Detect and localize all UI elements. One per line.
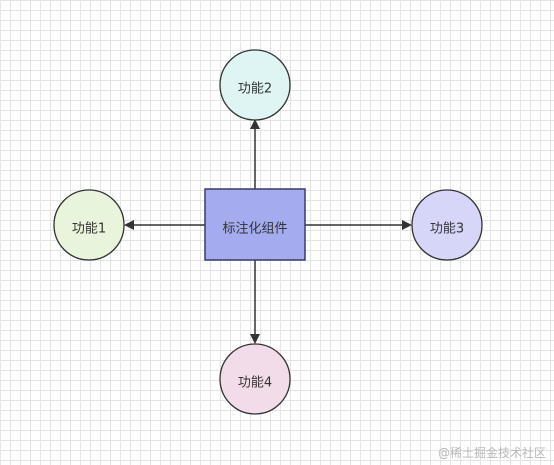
center-component-label: 标注化组件 [222, 222, 287, 237]
feature-node-4[interactable]: 功能4 [219, 343, 291, 415]
feature-4-label: 功能4 [238, 376, 272, 391]
center-component-box [204, 188, 306, 261]
feature-node-3[interactable]: 功能3 [411, 189, 483, 261]
feature-3-label: 功能3 [430, 222, 464, 237]
feature-node-1[interactable]: 功能1 [53, 189, 125, 261]
feature-node-2[interactable]: 功能2 [219, 49, 291, 121]
center-component-node[interactable]: 标注化组件 [204, 188, 306, 261]
feature-1-label: 功能1 [72, 222, 106, 237]
feature-2-circle [219, 49, 291, 121]
feature-3-circle [411, 189, 483, 261]
feature-2-label: 功能2 [238, 82, 272, 97]
watermark: @稀土掘金技术社区 [437, 446, 546, 460]
feature-1-circle [53, 189, 125, 261]
feature-4-circle [219, 343, 291, 415]
